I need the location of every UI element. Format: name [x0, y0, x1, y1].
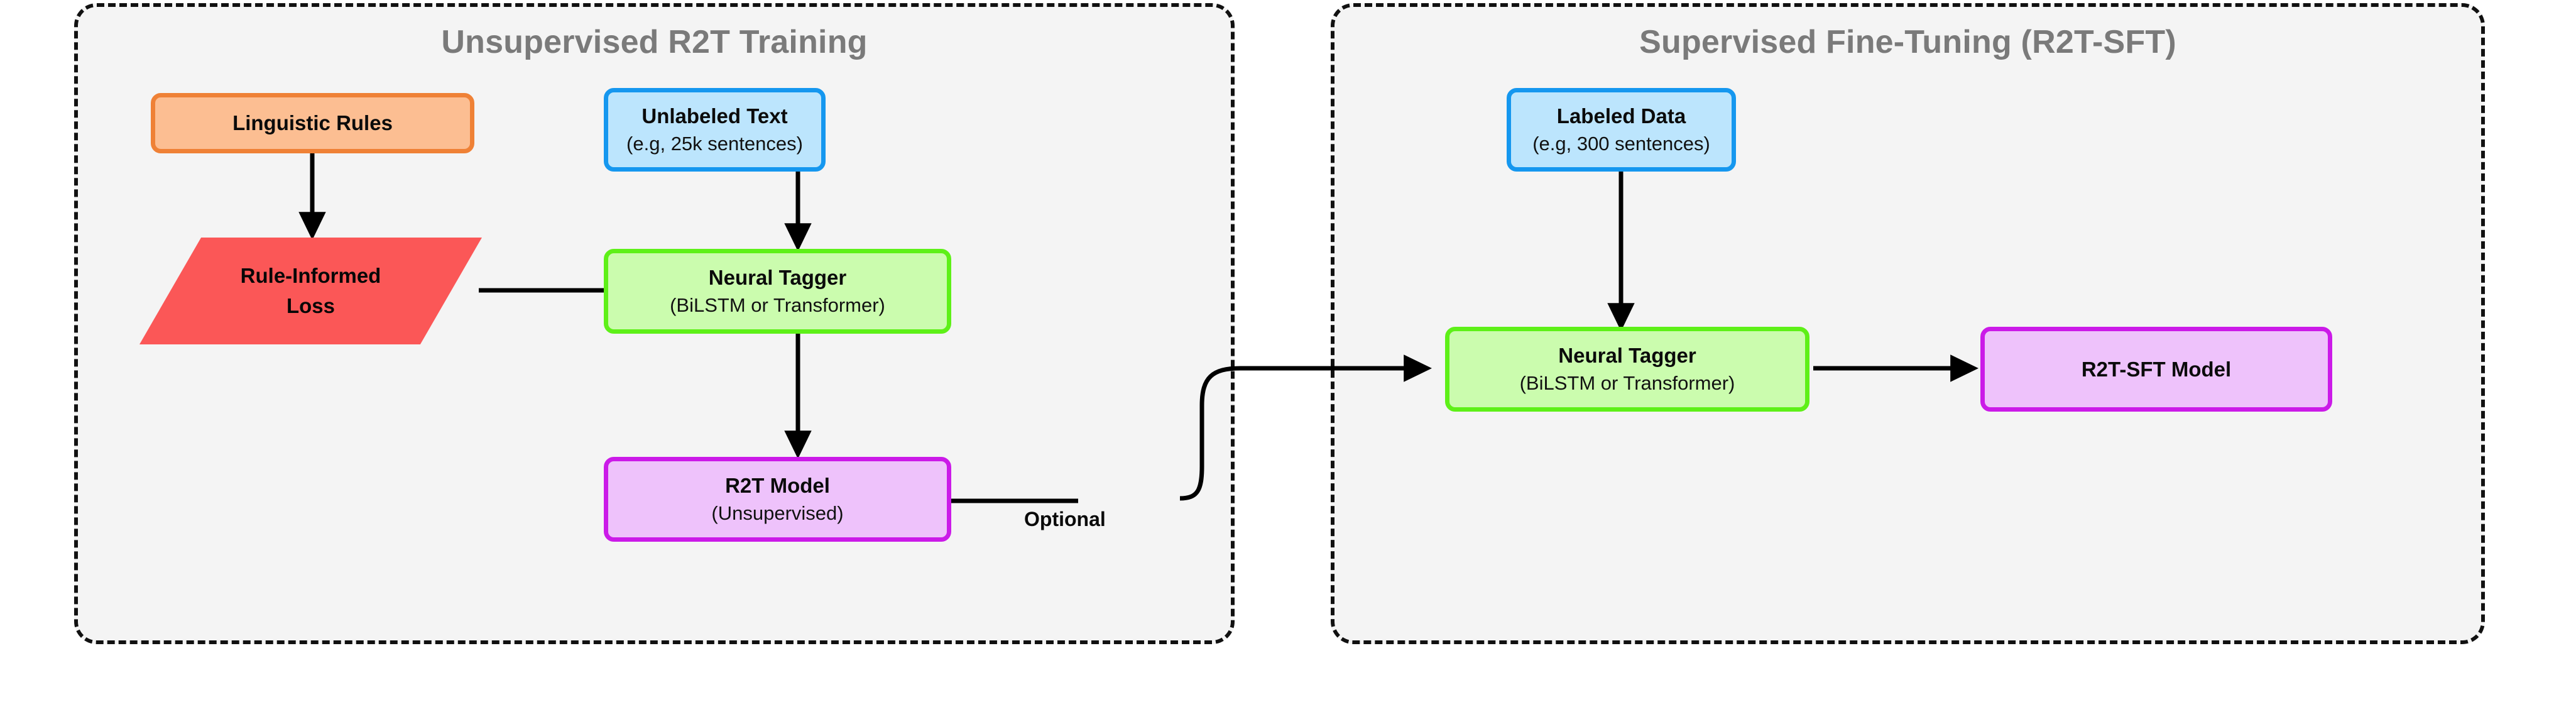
group-title-supervised: Supervised Fine-Tuning (R2T-SFT): [1639, 24, 2176, 60]
node-neural-tagger-unsupervised-title: Neural Tagger: [708, 266, 847, 290]
node-r2t-model-title: R2T Model: [725, 474, 830, 498]
node-unlabeled-text-title: Unlabeled Text: [641, 104, 788, 128]
node-unlabeled-text[interactable]: Unlabeled Text (e.g, 25k sentences): [604, 88, 826, 172]
node-labeled-data[interactable]: Labeled Data (e.g, 300 sentences): [1507, 88, 1736, 172]
node-unlabeled-text-subtitle: (e.g, 25k sentences): [626, 133, 803, 155]
node-neural-tagger-supervised-subtitle: (BiLSTM or Transformer): [1519, 372, 1735, 395]
node-linguistic-rules[interactable]: Linguistic Rules: [151, 93, 474, 153]
node-neural-tagger-supervised[interactable]: Neural Tagger (BiLSTM or Transformer): [1445, 327, 1809, 412]
node-neural-tagger-supervised-title: Neural Tagger: [1558, 344, 1696, 368]
node-rule-informed-loss[interactable]: Rule-Informed Loss: [139, 238, 482, 344]
node-linguistic-rules-title: Linguistic Rules: [232, 111, 393, 135]
node-labeled-data-subtitle: (e.g, 300 sentences): [1532, 133, 1710, 155]
node-rule-informed-loss-title: Rule-Informed Loss: [240, 264, 381, 317]
node-neural-tagger-unsupervised-subtitle: (BiLSTM or Transformer): [670, 294, 885, 317]
node-labeled-data-title: Labeled Data: [1556, 104, 1686, 128]
node-r2t-sft-model[interactable]: R2T-SFT Model: [1980, 327, 2332, 412]
node-r2t-model-subtitle: (Unsupervised): [711, 502, 844, 525]
group-title-unsupervised: Unsupervised R2T Training: [441, 24, 868, 60]
node-r2t-sft-model-title: R2T-SFT Model: [2081, 357, 2232, 381]
group-supervised-fine-tuning: Supervised Fine-Tuning (R2T-SFT): [1331, 3, 2485, 644]
node-neural-tagger-unsupervised[interactable]: Neural Tagger (BiLSTM or Transformer): [604, 249, 951, 334]
node-r2t-model[interactable]: R2T Model (Unsupervised): [604, 457, 951, 542]
edge-label-optional: Optional: [1024, 508, 1106, 530]
